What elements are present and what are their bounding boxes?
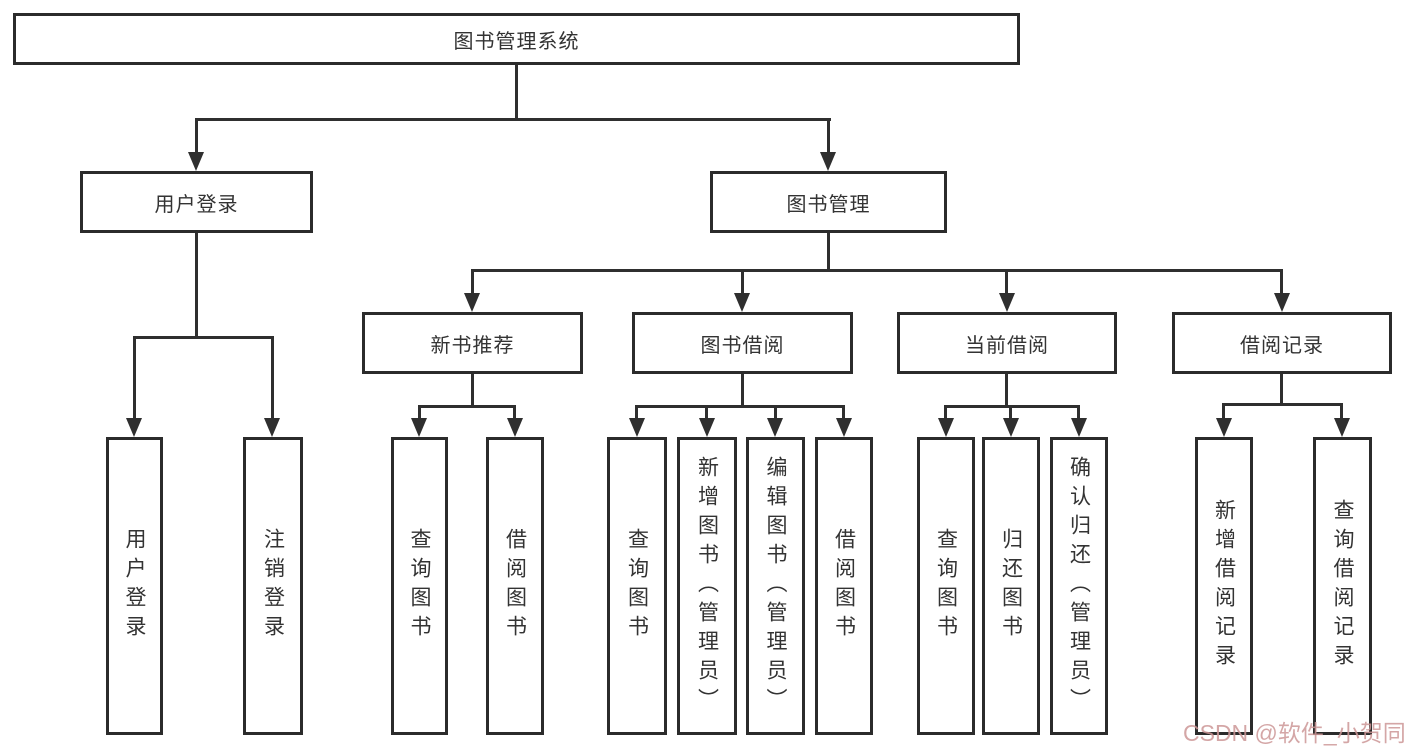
connector-root-drop-left xyxy=(195,118,198,156)
connector-newbook-stem xyxy=(471,374,474,407)
node-new-book-recommend: 新书推荐 xyxy=(362,312,583,374)
arrow-down-icon xyxy=(1216,418,1232,437)
arrow-down-icon xyxy=(188,152,204,171)
leaf-add-book-admin: 新增图书（管理员） xyxy=(677,437,737,735)
leaf-edit-book-admin: 编辑图书（管理员） xyxy=(746,437,805,735)
arrow-down-icon xyxy=(699,418,715,437)
node-root: 图书管理系统 xyxy=(13,13,1020,65)
leaf-query-book-3: 查询图书 xyxy=(917,437,975,735)
leaf-confirm-return-admin: 确认归还（管理员） xyxy=(1050,437,1108,735)
connector-borrow-stem xyxy=(741,374,744,407)
arrow-down-icon xyxy=(1334,418,1350,437)
connector-bookmgmt-drop-4 xyxy=(1280,269,1283,295)
connector-root-stem xyxy=(515,65,518,121)
connector-current-bar xyxy=(944,405,1080,408)
leaf-borrow-book-1: 借阅图书 xyxy=(486,437,544,735)
node-book-borrow: 图书借阅 xyxy=(632,312,853,374)
arrow-down-icon xyxy=(1071,418,1087,437)
leaf-return-book: 归还图书 xyxy=(982,437,1040,735)
arrow-down-icon xyxy=(507,418,523,437)
connector-borrow-drop-3 xyxy=(774,405,777,421)
arrow-down-icon xyxy=(464,293,480,312)
node-user-login: 用户登录 xyxy=(80,171,313,233)
connector-bookmgmt-drop-3 xyxy=(1005,269,1008,295)
arrow-down-icon xyxy=(1274,293,1290,312)
connector-borrow-bar xyxy=(635,405,845,408)
connector-newbook-bar xyxy=(418,405,516,408)
connector-current-stem xyxy=(1005,374,1008,407)
connector-record-bar xyxy=(1222,403,1343,406)
connector-userlogin-drop-2 xyxy=(271,336,274,420)
connector-current-drop-2 xyxy=(1009,405,1012,421)
node-current-borrow: 当前借阅 xyxy=(897,312,1117,374)
connector-record-drop-2 xyxy=(1340,403,1343,421)
arrow-down-icon xyxy=(1003,418,1019,437)
connector-borrow-drop-1 xyxy=(635,405,638,421)
csdn-watermark: CSDN @软件_小贺同学 xyxy=(1183,720,1405,746)
leaf-add-borrow-record: 新增借阅记录 xyxy=(1195,437,1253,735)
connector-userlogin-stem xyxy=(195,233,198,338)
connector-root-bar xyxy=(195,118,831,121)
arrow-down-icon xyxy=(264,418,280,437)
connector-borrow-drop-4 xyxy=(842,405,845,421)
arrow-down-icon xyxy=(767,418,783,437)
leaf-user-login: 用户登录 xyxy=(106,437,163,735)
arrow-down-icon xyxy=(126,418,142,437)
connector-borrow-drop-2 xyxy=(705,405,708,421)
leaf-logout: 注销登录 xyxy=(243,437,303,735)
connector-newbook-drop-2 xyxy=(513,405,516,421)
arrow-down-icon xyxy=(836,418,852,437)
arrow-down-icon xyxy=(734,293,750,312)
arrow-down-icon xyxy=(820,152,836,171)
leaf-query-book-1: 查询图书 xyxy=(391,437,448,735)
connector-root-drop-right xyxy=(827,118,830,156)
arrow-down-icon xyxy=(629,418,645,437)
leaf-query-borrow-record: 查询借阅记录 xyxy=(1313,437,1372,735)
connector-newbook-drop-1 xyxy=(418,405,421,421)
node-borrow-record: 借阅记录 xyxy=(1172,312,1392,374)
connector-bookmgmt-drop-1 xyxy=(471,269,474,295)
arrow-down-icon xyxy=(411,418,427,437)
connector-current-drop-3 xyxy=(1077,405,1080,421)
connector-record-stem xyxy=(1280,374,1283,405)
leaf-borrow-book-2: 借阅图书 xyxy=(815,437,873,735)
connector-bookmgmt-drop-2 xyxy=(741,269,744,295)
connector-userlogin-bar xyxy=(133,336,274,339)
leaf-query-book-2: 查询图书 xyxy=(607,437,667,735)
node-book-management: 图书管理 xyxy=(710,171,947,233)
arrow-down-icon xyxy=(999,293,1015,312)
arrow-down-icon xyxy=(938,418,954,437)
connector-record-drop-1 xyxy=(1222,403,1225,421)
connector-current-drop-1 xyxy=(944,405,947,421)
connector-userlogin-drop-1 xyxy=(133,336,136,420)
connector-bookmgmt-stem xyxy=(827,233,830,271)
connector-bookmgmt-bar xyxy=(471,269,1283,272)
